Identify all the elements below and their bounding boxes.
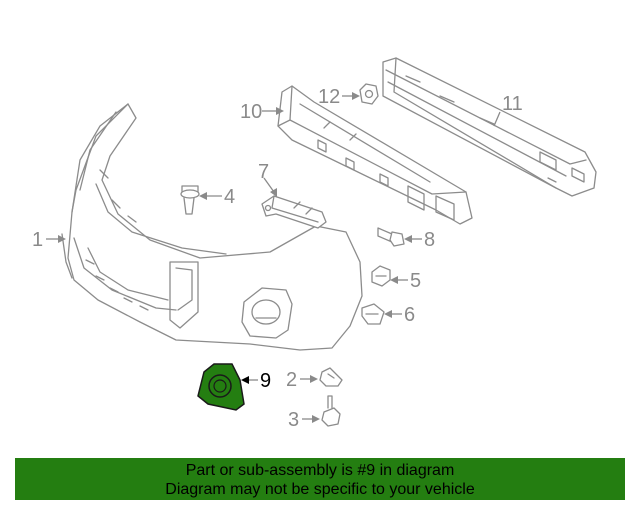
- callout-1[interactable]: 1: [32, 229, 43, 251]
- screw-drawing: [321, 395, 341, 427]
- callout-6[interactable]: 6: [404, 304, 415, 326]
- bracket-drawing: [261, 195, 327, 229]
- nut-clip-drawing: [361, 303, 385, 325]
- banner-line-part-number: Part or sub-assembly is #9 in diagram: [185, 462, 455, 479]
- push-clip-drawing: [180, 185, 200, 215]
- energy-absorber-drawing: [277, 85, 473, 225]
- callout-4[interactable]: 4: [224, 186, 235, 208]
- banner-line-disclaimer: Diagram may not be specific to your vehi…: [165, 481, 475, 498]
- callout-5[interactable]: 5: [410, 270, 421, 292]
- callout-9[interactable]: 9: [260, 370, 271, 392]
- bolt-drawing: [377, 227, 405, 247]
- retainer-clip-drawing: [319, 367, 343, 387]
- callout-8[interactable]: 8: [424, 229, 435, 251]
- fog-lamp-bezel-drawing: [197, 363, 245, 411]
- callout-10[interactable]: 10: [240, 101, 262, 123]
- nut-drawing: [359, 83, 379, 105]
- callout-2[interactable]: 2: [286, 369, 297, 391]
- highlight-banner: Part or sub-assembly is #9 in diagram Di…: [15, 458, 625, 500]
- clip-drawing: [371, 265, 391, 287]
- callout-12[interactable]: 12: [318, 86, 340, 108]
- callout-7[interactable]: 7: [258, 161, 269, 183]
- reinforcement-beam-drawing: [382, 57, 597, 197]
- callout-11[interactable]: 11: [502, 93, 523, 115]
- callout-3[interactable]: 3: [288, 409, 299, 431]
- leader-lines: [46, 92, 501, 423]
- bumper-cover-drawing: [61, 103, 363, 351]
